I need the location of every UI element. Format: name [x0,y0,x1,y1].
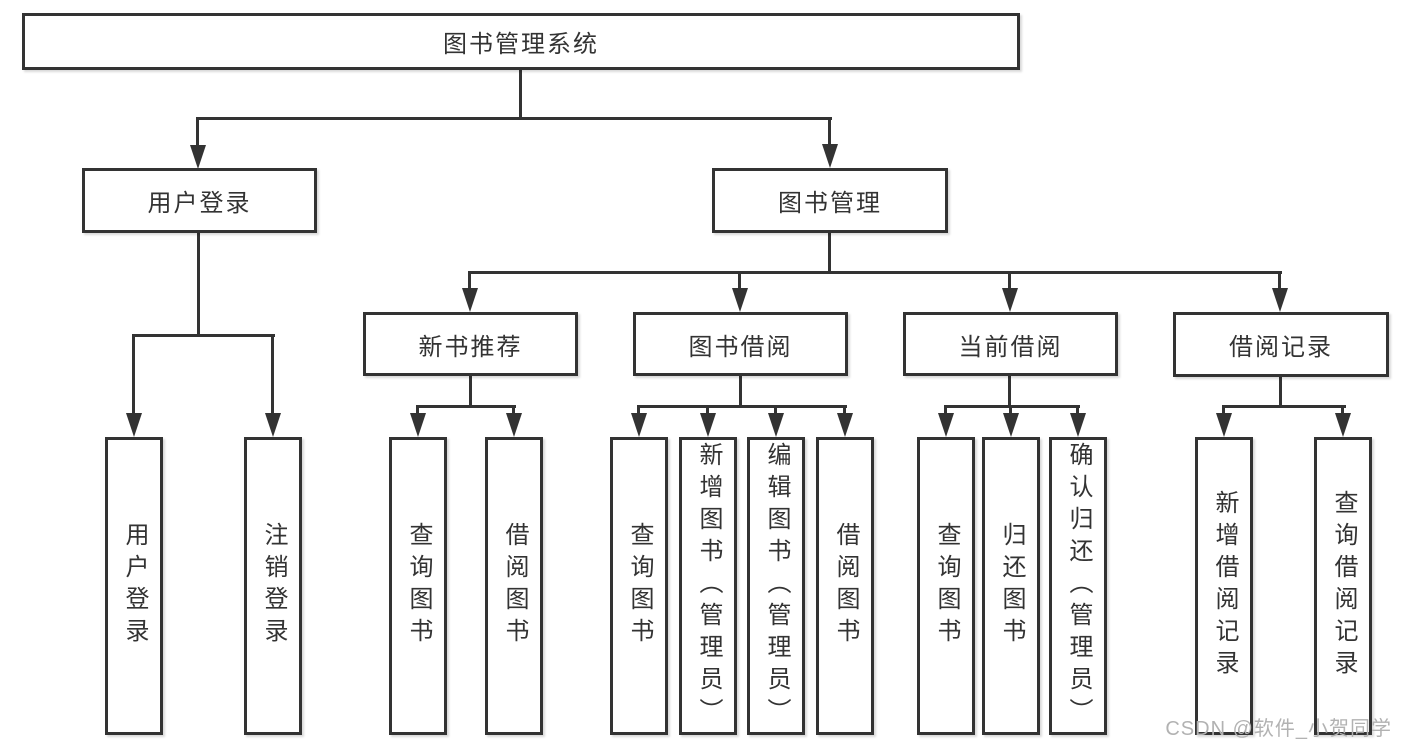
node-borrow-books: 借阅图书 [816,437,874,735]
node-label: 借阅记录 [1229,334,1333,361]
connector-line [1341,405,1344,419]
node-label: 当前借阅 [958,333,1063,361]
node-label: 图书管理 [778,190,882,217]
node-user-login: 用户登录 [82,168,317,233]
connector-line [197,232,200,336]
connector-line [637,405,847,408]
connector-line [468,271,471,291]
node-add-book-admin: 新增图书（管理员） [679,437,737,735]
node-current-borrowing: 当前借阅 [903,312,1118,376]
arrowhead-down-icon [1216,413,1232,437]
node-book-borrowing: 图书借阅 [633,312,848,376]
connector-line [828,117,831,149]
connector-line [1278,271,1281,291]
node-query-borrow-record: 查询借阅记录 [1314,437,1372,735]
node-label: 用户登录 [147,190,252,217]
arrowhead-down-icon [938,413,954,437]
connector-line [1222,405,1346,408]
connector-line [519,68,522,119]
node-user-login-leaf: 用户登录 [105,437,163,735]
arrowhead-down-icon [1003,413,1019,437]
node-query-books: 查询图书 [610,437,668,735]
node-label: 编辑图书（管理员） [763,442,790,730]
connector-line [1279,376,1282,408]
connector-line [774,405,777,419]
connector-line [637,405,640,419]
arrowhead-down-icon [1335,413,1351,437]
connector-line [196,117,199,149]
node-label: 新增图书（管理员） [695,442,722,730]
node-new-book-recommend: 新书推荐 [363,312,578,376]
node-library-system: 图书管理系统 [22,13,1020,70]
connector-line [196,117,832,120]
connector-line [1008,271,1011,291]
connector-line [132,334,135,418]
node-label: 注销登录 [260,522,287,650]
connector-line [469,375,472,408]
arrowhead-down-icon [126,413,142,437]
connector-line [271,334,274,418]
arrowhead-down-icon [1070,413,1086,437]
node-book-management: 图书管理 [712,168,948,233]
node-label: 图书借阅 [688,333,793,361]
connector-line [706,405,709,419]
connector-line [1222,405,1225,419]
connector-line [828,232,831,274]
node-edit-book-admin: 编辑图书（管理员） [747,437,805,735]
connector-line [132,334,275,337]
node-label: 借阅图书 [832,522,859,650]
node-query-books: 查询图书 [917,437,975,735]
arrowhead-down-icon [732,288,748,312]
arrowhead-down-icon [837,413,853,437]
node-label: 借阅图书 [501,522,528,650]
node-logout: 注销登录 [244,437,302,735]
arrowhead-down-icon [700,413,716,437]
arrowhead-down-icon [768,413,784,437]
node-label: 新增借阅记录 [1211,490,1238,682]
connector-line [512,405,515,419]
connector-line [944,405,947,419]
node-label: 归还图书 [998,522,1025,650]
connector-line [1009,405,1012,419]
node-label: 确认归还（管理员） [1065,442,1092,730]
arrowhead-down-icon [190,145,206,169]
connector-line [738,271,741,291]
connector-line [843,405,846,419]
arrowhead-down-icon [1002,288,1018,312]
node-label: 用户登录 [121,522,148,650]
connector-line [1008,375,1011,408]
arrowhead-down-icon [631,413,647,437]
node-confirm-return-admin: 确认归还（管理员） [1049,437,1107,735]
watermark: CSDN @软件_小贺同学 [1165,718,1392,740]
connector-line [1076,405,1079,419]
node-label: 新书推荐 [418,333,523,361]
node-label: 查询图书 [405,522,432,650]
arrowhead-down-icon [265,413,281,437]
node-label: 查询图书 [626,522,653,650]
connector-line [468,271,1282,274]
connector-line [416,405,516,408]
arrowhead-down-icon [410,413,426,437]
node-add-borrow-record: 新增借阅记录 [1195,437,1253,735]
connector-line [944,405,1080,408]
node-query-books: 查询图书 [389,437,447,735]
arrowhead-down-icon [1272,288,1288,312]
node-return-book: 归还图书 [982,437,1040,735]
node-label: 图书管理系统 [443,31,599,58]
connector-line [416,405,419,419]
arrowhead-down-icon [822,144,838,168]
node-borrow-books: 借阅图书 [485,437,543,735]
node-label: 查询借阅记录 [1330,490,1357,682]
arrowhead-down-icon [506,413,522,437]
arrowhead-down-icon [462,288,478,312]
node-label: 查询图书 [933,522,960,650]
node-borrowing-records: 借阅记录 [1173,312,1389,377]
connector-line [739,375,742,408]
